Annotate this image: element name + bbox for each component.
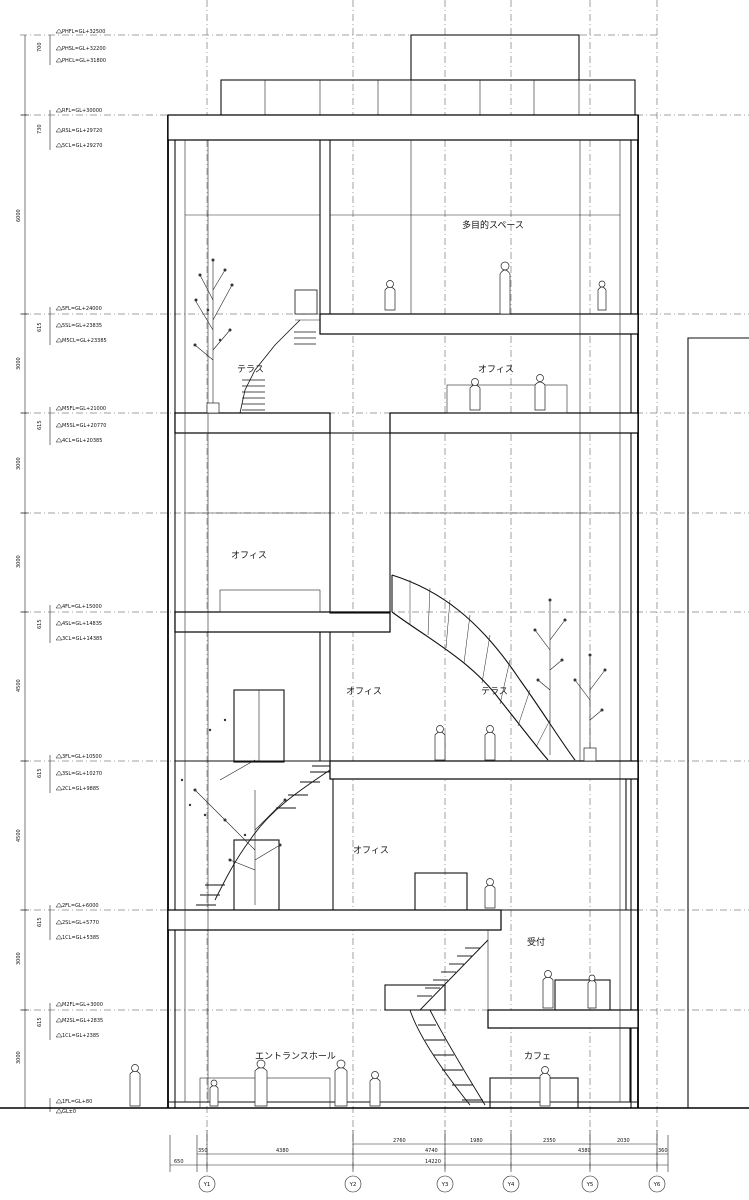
level-label-m5cl: M5CL=GL+23385	[62, 338, 107, 344]
room-labels: 多目的スペース オフィス テラス オフィス オフィス テラス オフィス 受付 エ…	[231, 219, 551, 1062]
dim-3000-c: 3000	[16, 555, 22, 568]
level-lines	[20, 34, 749, 1011]
level-label-phsl: PHSL=GL+32200	[62, 46, 106, 52]
hdim-4380-b: 4380	[578, 1148, 591, 1154]
room-label-multipurpose: 多目的スペース	[462, 219, 524, 231]
tree-5f-terrace	[193, 258, 234, 414]
level-label-rsl: RSL=GL+29720	[62, 128, 102, 134]
people	[129, 261, 607, 1107]
level-label-2fl: 2FL=GL+6000	[62, 903, 99, 909]
axis-label-y1: Y1	[203, 1182, 211, 1188]
dim-615-f: 615	[37, 1017, 43, 1027]
grid-axis-lines	[206, 0, 658, 1170]
building-frame	[0, 114, 749, 1109]
dim-615-a: 615	[37, 322, 43, 332]
level-label-m5sl: M5SL=GL+20770	[62, 423, 106, 429]
axis-bubbles: Y1 Y2 Y3 Y4 Y5 Y6	[198, 1175, 666, 1193]
hdim-2030: 2030	[617, 1138, 630, 1144]
room-label-reception: 受付	[527, 936, 545, 948]
dim-3000-b: 3000	[16, 457, 22, 470]
level-label-3fl: 3FL=GL+10500	[62, 754, 102, 760]
level-label-1cl: 1CL=GL+5385	[62, 935, 99, 941]
hdim-14220: 14220	[425, 1159, 441, 1165]
stairs	[196, 289, 576, 1106]
room-label-office-2f: オフィス	[353, 845, 389, 856]
interior-structure	[184, 140, 631, 1109]
room-label-terrace-3f: テラス	[481, 686, 508, 697]
left-dimension-chain: 700 730 6000 615 3000 615 3000 3000 615 …	[16, 35, 51, 1112]
dim-3000-e: 3000	[16, 1051, 22, 1064]
hdim-2350: 2350	[543, 1138, 556, 1144]
level-label-2cl: 2CL=GL+9885	[62, 786, 99, 792]
level-label-5sl: 5SL=GL+23835	[62, 323, 102, 329]
level-label-4cl: 4CL=GL+20385	[62, 438, 102, 444]
dim-615-e: 615	[37, 917, 43, 927]
hdim-1980: 1980	[470, 1138, 483, 1144]
level-labels: PHFL=GL+32500 PHSL=GL+32200 PHCL=GL+3180…	[55, 28, 107, 1115]
level-label-1fl: 1FL=GL+80	[62, 1099, 92, 1105]
room-label-office-4f: オフィス	[231, 550, 267, 561]
hdim-4380-a: 4380	[276, 1148, 289, 1154]
hdim-650: 650	[174, 1159, 184, 1165]
horizontal-dimension-chain: 2760 1980 2350 2030 350 4380 4740 4380 3…	[169, 1130, 669, 1172]
hdim-2760: 2760	[393, 1138, 406, 1144]
axis-label-y6: Y6	[653, 1182, 661, 1188]
level-label-5fl: 5FL=GL+24000	[62, 306, 102, 312]
dim-730: 730	[37, 124, 43, 134]
tree-3f-terrace	[533, 598, 607, 762]
room-label-cafe: カフェ	[524, 1051, 551, 1062]
penthouse	[220, 34, 636, 116]
level-label-m5fl: M5FL=GL+21000	[62, 406, 106, 412]
level-label-1cl-lower: 1CL=GL+2385	[62, 1033, 99, 1039]
tree-2f-void	[180, 718, 287, 905]
room-label-office-3f: オフィス	[346, 686, 382, 697]
level-label-phcl: PHCL=GL+31800	[62, 58, 106, 64]
axis-label-y2: Y2	[349, 1182, 357, 1188]
hdim-360: 360	[658, 1148, 668, 1154]
level-label-phfl: PHFL=GL+32500	[62, 29, 105, 35]
axis-label-y5: Y5	[586, 1182, 594, 1188]
hdim-4740: 4740	[425, 1148, 438, 1154]
room-label-office-5f: オフィス	[478, 364, 514, 375]
level-label-m2fl: M2FL=GL+3000	[62, 1002, 103, 1008]
floor-slabs	[167, 313, 639, 1029]
dim-4500-a: 4500	[16, 679, 22, 692]
dim-700: 700	[37, 42, 43, 52]
vertical-dim-texts: 700 730 6000 615 3000 615 3000 3000 615 …	[16, 42, 43, 1064]
level-label-4fl: 4FL=GL+15000	[62, 604, 102, 610]
dim-615-c: 615	[37, 619, 43, 629]
hdim-350: 350	[198, 1148, 208, 1154]
level-label-2sl: 2SL=GL+5770	[62, 920, 99, 926]
room-label-terrace-5f: テラス	[237, 364, 264, 375]
axis-label-y4: Y4	[507, 1182, 515, 1188]
level-label-5cl: 5CL=GL+29270	[62, 143, 102, 149]
dim-3000-d: 3000	[16, 952, 22, 965]
dim-4500-b: 4500	[16, 829, 22, 842]
level-label-3sl: 3SL=GL+10270	[62, 771, 102, 777]
dim-615-d: 615	[37, 768, 43, 778]
dim-6000: 6000	[16, 209, 22, 222]
dim-3000-a: 3000	[16, 357, 22, 370]
level-label-4sl: 4SL=GL+14835	[62, 621, 102, 627]
level-label-3cl: 3CL=GL+14385	[62, 636, 102, 642]
dim-615-b: 615	[37, 420, 43, 430]
level-label-gl: GL±0	[62, 1109, 76, 1115]
level-label-rfl: RFL=GL+30000	[62, 108, 102, 114]
level-label-m2sl: M2SL=GL+2835	[62, 1018, 103, 1024]
axis-label-y3: Y3	[441, 1182, 449, 1188]
trees	[180, 258, 607, 905]
room-label-entrance-hall: エントランスホール	[255, 1051, 336, 1062]
